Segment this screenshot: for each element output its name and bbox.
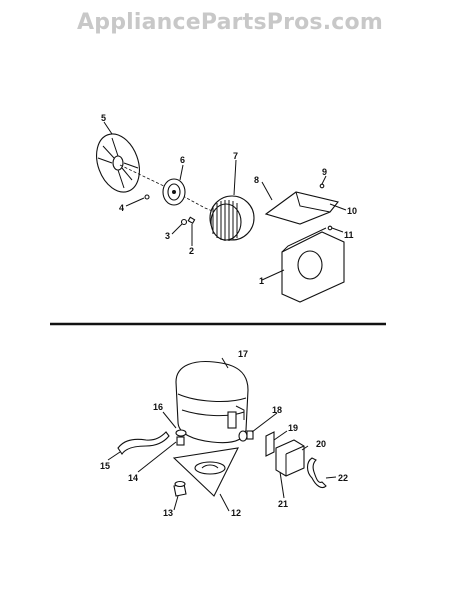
- callout-label: 17: [238, 349, 248, 359]
- motor-hub[interactable]: [162, 178, 186, 206]
- callout-label: 16: [153, 402, 163, 412]
- terminal-box: [227, 411, 237, 429]
- callout-label: 19: [288, 423, 298, 433]
- bushing[interactable]: [238, 430, 254, 442]
- callout-label: 1: [259, 276, 264, 286]
- fan-blade[interactable]: [89, 128, 147, 198]
- clip[interactable]: [187, 216, 196, 224]
- callout-label: 8: [254, 175, 259, 185]
- callout-label: 5: [101, 113, 106, 123]
- nut[interactable]: [180, 218, 188, 226]
- watermark-text: AppliancePartsPros.com: [77, 10, 383, 35]
- callout-label: 18: [272, 405, 282, 415]
- wire-clip[interactable]: [306, 457, 327, 489]
- washer[interactable]: [144, 194, 150, 200]
- tube[interactable]: [117, 431, 170, 455]
- relay[interactable]: [275, 439, 305, 477]
- screw[interactable]: [319, 183, 325, 189]
- blower-wheel[interactable]: [209, 195, 255, 241]
- base-plate[interactable]: [172, 447, 239, 497]
- callout-label: 4: [119, 203, 124, 213]
- callout-label: 13: [163, 508, 173, 518]
- callout-label: 22: [338, 473, 348, 483]
- callout-label: 20: [316, 439, 326, 449]
- callout-label: 12: [231, 508, 241, 518]
- callout-label: 6: [180, 155, 185, 165]
- grommet[interactable]: [175, 429, 187, 446]
- callout-label: 9: [322, 167, 327, 177]
- mounting-bracket[interactable]: [264, 191, 339, 225]
- callout-label: 10: [347, 206, 357, 216]
- blower-housing[interactable]: [281, 227, 345, 303]
- relay-clip[interactable]: [265, 431, 275, 457]
- mounting-nut[interactable]: [173, 480, 187, 497]
- callout-label: 14: [128, 473, 138, 483]
- callout-label: 3: [165, 231, 170, 241]
- callout-label: 11: [344, 230, 354, 240]
- upper-assembly: 1 2 3 4 5 6 7 8 9 10 11: [89, 113, 357, 303]
- screw[interactable]: [327, 225, 333, 231]
- callout-label: 7: [233, 151, 238, 161]
- compressor[interactable]: [175, 360, 249, 444]
- callout-label: 2: [189, 246, 194, 256]
- lower-assembly: 12 13 14 15 16 17 18 19 20 21 22: [100, 349, 348, 518]
- callout-label: 21: [278, 499, 288, 509]
- callout-label: 15: [100, 461, 110, 471]
